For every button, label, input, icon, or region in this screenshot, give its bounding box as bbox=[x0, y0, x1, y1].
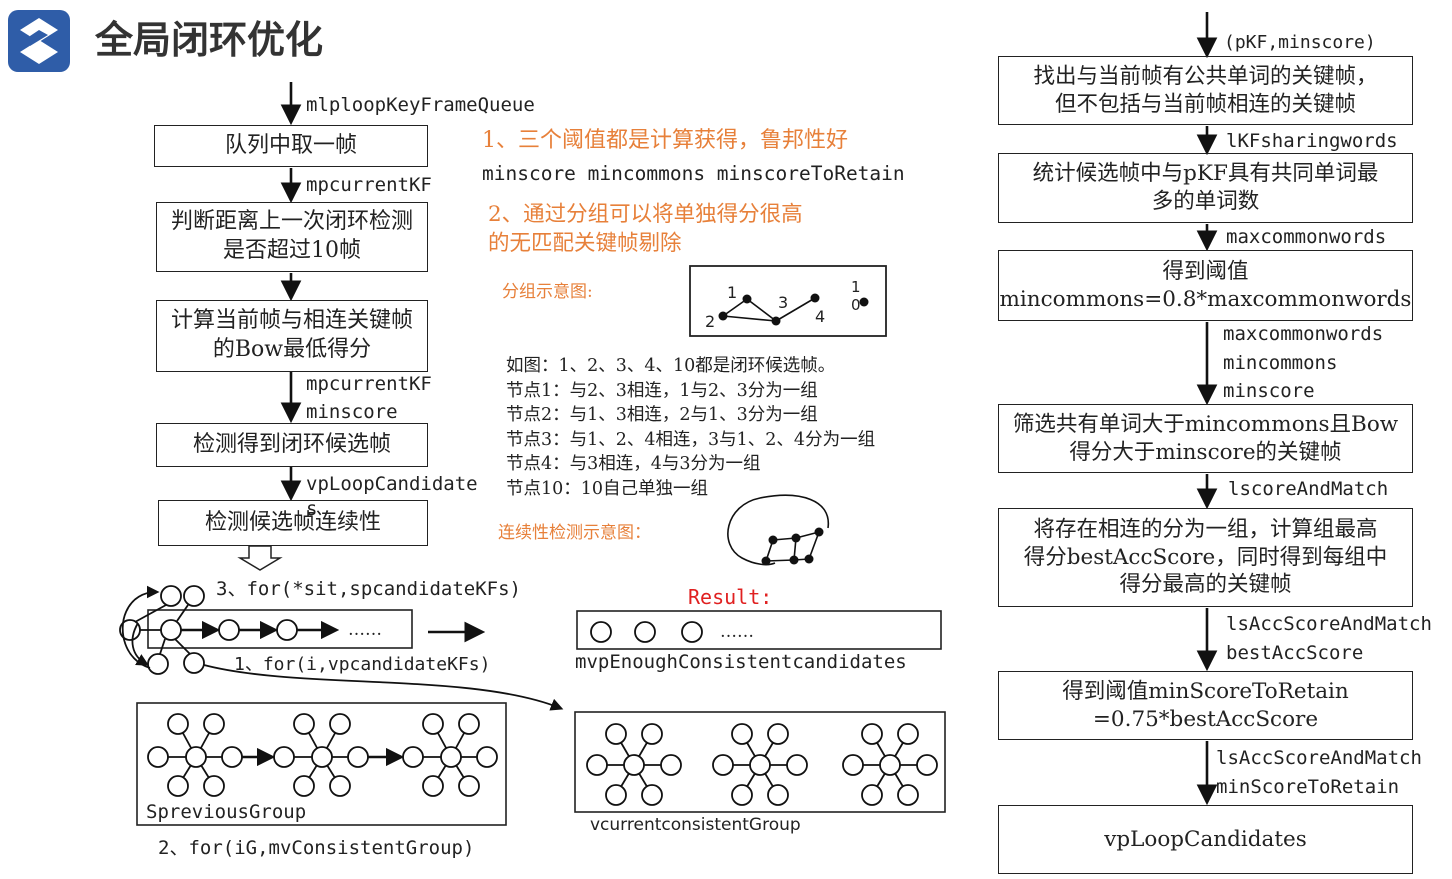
candidate-chain bbox=[119, 585, 564, 711]
right-step-3-output: maxcommonwords mincommons minscore bbox=[1223, 323, 1384, 402]
chain-ellipsis: …… bbox=[348, 620, 382, 640]
right-step-7: vpLoopCandidates bbox=[998, 805, 1413, 874]
right-step-4-output: lscoreAndMatch bbox=[1228, 478, 1389, 500]
right-step-2-output: maxcommonwords bbox=[1226, 226, 1387, 248]
loop-for-1: 1、for(i,vpcandidateKFs) bbox=[234, 654, 491, 675]
loop-for-3: 3、for(*sit,spcandidateKFs) bbox=[216, 578, 521, 600]
left-step-3: 计算当前帧与相连关键帧的Bow最低得分 bbox=[156, 300, 428, 372]
grouping-sketch bbox=[689, 265, 887, 337]
result-ellipsis: …… bbox=[720, 622, 754, 642]
right-step-1: 找出与当前帧有公共单词的关键帧， 但不包括与当前帧相连的关键帧 bbox=[998, 56, 1413, 125]
hollow-down-arrow bbox=[237, 545, 283, 571]
right-step-5: 将存在相连的分为一组，计算组最高 得分bestAccScore，同时得到每组中 … bbox=[998, 508, 1413, 607]
loop-for-2: 2、for(iG,mvConsistentGroup) bbox=[158, 837, 475, 859]
result-name: mvpEnoughConsistentcandidates bbox=[575, 651, 907, 673]
result-chain bbox=[576, 610, 942, 650]
right-step-3: 得到阈值 mincommons=0.8*maxcommonwords bbox=[998, 250, 1413, 321]
continuity-caption: 连续性检测示意图： bbox=[498, 523, 651, 543]
group-node-10: 1 0 bbox=[851, 278, 861, 314]
current-group bbox=[574, 711, 946, 813]
left-step-5: 检测候选帧连续性 bbox=[158, 500, 428, 546]
right-step-4: 筛选共有单词大于mincommons且Bow 得分大于minscore的关键帧 bbox=[998, 404, 1413, 473]
left-step-4-output: vpLoopCandidate bbox=[306, 473, 478, 495]
continuity-sketch bbox=[727, 494, 830, 566]
right-step-6-output: lsAccScoreAndMatch minScoreToRetain bbox=[1216, 747, 1422, 798]
left-step-4: 检测得到闭环候选帧 bbox=[156, 423, 428, 467]
note-point-1: 1、三个阈值都是计算获得，鲁邦性好 bbox=[482, 128, 848, 153]
page-title: 全局闭环优化 bbox=[95, 18, 324, 62]
left-step-2: 判断距离上一次闭环检测是否超过10帧 bbox=[156, 202, 428, 272]
grouping-explanation: 如图：1、2、3、4、10都是闭环候选帧。 节点1：与2、3相连，1与2、3分为… bbox=[506, 356, 876, 499]
right-step-1-output: lKFsharingwords bbox=[1226, 130, 1398, 152]
group-caption: 分组示意图: bbox=[502, 282, 593, 302]
right-step-5-output: lsAccScoreAndMatch bestAccScore bbox=[1226, 613, 1432, 664]
note-point-2: 2、通过分组可以将单独得分很高 的无匹配关键帧剔除 bbox=[488, 202, 803, 256]
right-step-2: 统计候选帧中与pKF具有共同单词最 多的单词数 bbox=[998, 153, 1413, 223]
left-step-1: 队列中取一帧 bbox=[154, 125, 428, 167]
left-step-3-output: mpcurrentKF minscore bbox=[306, 373, 432, 423]
group-node-3: 3 bbox=[778, 293, 789, 312]
right-input-label: (pKF,minscore) bbox=[1224, 32, 1376, 53]
previous-group bbox=[136, 702, 507, 826]
result-label: Result: bbox=[688, 585, 773, 609]
previous-group-label: SpreviousGroup bbox=[146, 801, 307, 823]
left-input-label: mlploopKeyFrameQueue bbox=[306, 94, 535, 116]
logo-icon bbox=[8, 10, 70, 72]
current-group-label: vcurrentconsistentGroup bbox=[590, 815, 801, 835]
group-node-1: 1 bbox=[727, 283, 738, 302]
left-overlap-char: s bbox=[306, 498, 318, 520]
thresholds-text: minscore mincommons minscoreToRetain bbox=[482, 162, 905, 185]
group-node-4: 4 bbox=[815, 307, 826, 326]
group-node-2: 2 bbox=[705, 312, 716, 331]
left-step-1-output: mpcurrentKF bbox=[306, 174, 432, 196]
right-step-6: 得到阈值minScoreToRetain =0.75*bestAccScore bbox=[998, 671, 1413, 740]
